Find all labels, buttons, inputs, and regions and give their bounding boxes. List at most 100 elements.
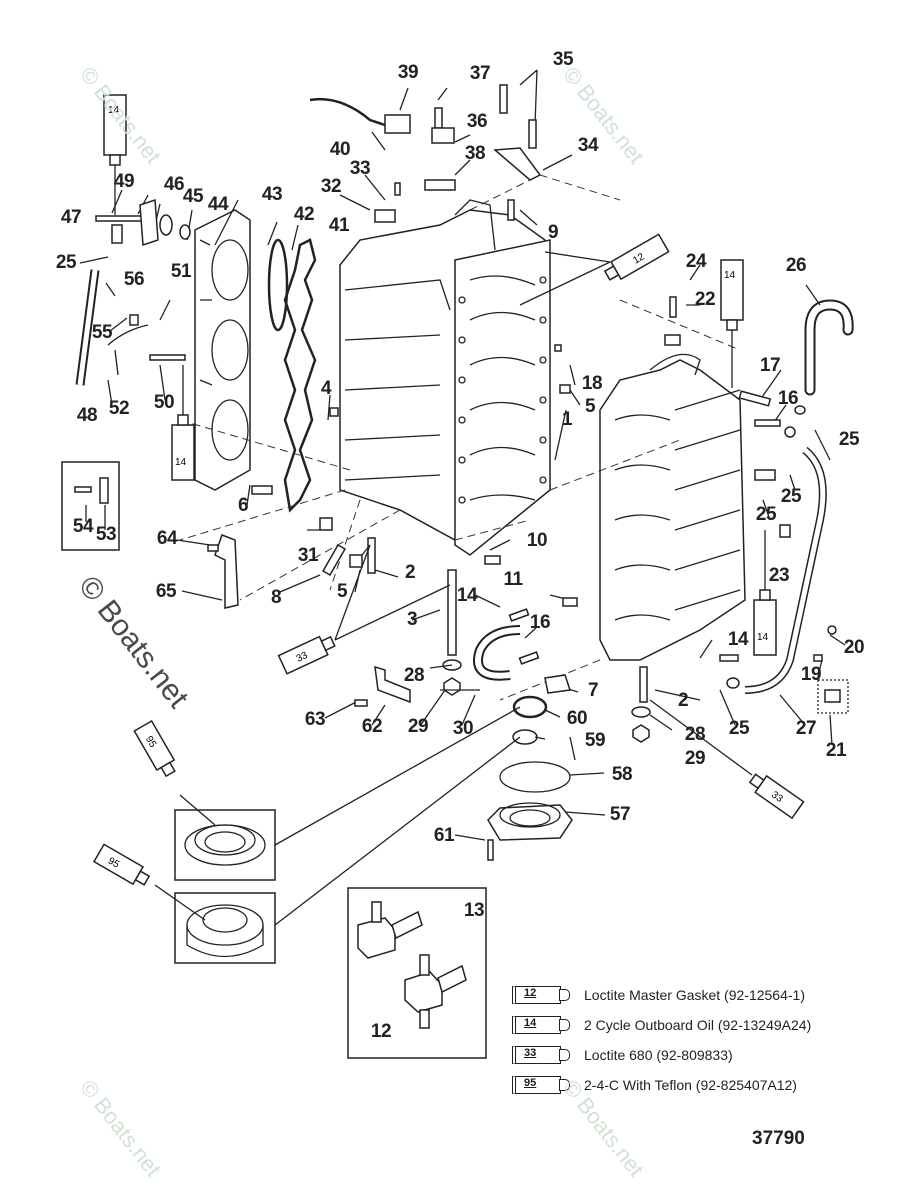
stud-2-left[interactable] [367,537,376,574]
callout-6[interactable]: 6 [237,495,249,516]
cylinder-block[interactable] [339,199,551,556]
callout-55[interactable]: 55 [91,322,113,343]
screw-54[interactable] [74,486,92,493]
fitting-12[interactable] [404,954,467,1029]
callout-11[interactable]: 11 [503,569,523,590]
seal-60[interactable] [512,695,548,719]
callout-61[interactable]: 61 [433,825,455,846]
callout-16[interactable]: 16 [529,612,551,633]
callout-20[interactable]: 20 [843,637,865,658]
callout-44[interactable]: 44 [207,194,229,215]
callout-1[interactable]: 1 [561,409,573,430]
callout-5[interactable]: 5 [584,396,596,417]
o-ring-gasket[interactable] [267,238,289,332]
screw-61[interactable] [487,839,494,861]
nut-29-right[interactable] [632,724,650,743]
callout-49[interactable]: 49 [113,171,135,192]
crankcase-cover[interactable] [599,353,746,661]
callout-60[interactable]: 60 [566,708,588,729]
callout-4[interactable]: 4 [320,378,332,399]
callout-7[interactable]: 7 [587,680,599,701]
callout-46[interactable]: 46 [163,174,185,195]
nut-29[interactable] [443,677,461,696]
callout-50[interactable]: 50 [153,392,175,413]
callout-31[interactable]: 31 [297,545,319,566]
washer-28-right[interactable] [631,706,651,718]
stud-3[interactable] [447,569,457,656]
callout-47[interactable]: 47 [60,207,82,228]
callout-51[interactable]: 51 [170,261,192,282]
callout-29[interactable]: 29 [684,748,706,769]
callout-21[interactable]: 21 [825,740,847,761]
callout-32[interactable]: 32 [320,176,342,197]
callout-30[interactable]: 30 [452,718,474,739]
clip-53[interactable] [99,477,109,504]
callout-63[interactable]: 63 [304,709,326,730]
fitting-13[interactable] [357,901,423,959]
callout-65[interactable]: 65 [155,581,177,602]
callout-39[interactable]: 39 [397,62,419,83]
cover-gasket[interactable] [283,238,317,513]
callout-57[interactable]: 57 [609,804,631,825]
callout-33[interactable]: 33 [349,158,371,179]
callout-25[interactable]: 25 [55,252,77,273]
callout-37[interactable]: 37 [469,63,491,84]
callout-42[interactable]: 42 [293,204,315,225]
callout-41[interactable]: 41 [328,215,350,236]
callout-58[interactable]: 58 [611,764,633,785]
callout-2[interactable]: 2 [677,690,689,711]
callout-18[interactable]: 18 [581,373,603,394]
hose-30[interactable] [473,625,521,681]
o-ring-58[interactable] [499,761,571,793]
callout-28[interactable]: 28 [403,665,425,686]
callout-16[interactable]: 16 [777,388,799,409]
callout-59[interactable]: 59 [584,730,606,751]
callout-29[interactable]: 29 [407,716,429,737]
callout-19[interactable]: 19 [800,664,822,685]
callout-25[interactable]: 25 [780,486,802,507]
callout-25[interactable]: 25 [838,429,860,450]
callout-10[interactable]: 10 [526,530,548,551]
callout-2[interactable]: 2 [404,562,416,583]
callout-25[interactable]: 25 [755,504,777,525]
callout-64[interactable]: 64 [156,528,178,549]
callout-3[interactable]: 3 [406,609,418,630]
callout-22[interactable]: 22 [694,289,716,310]
callout-25[interactable]: 25 [728,718,750,739]
callout-28[interactable]: 28 [684,724,706,745]
hose-27[interactable] [744,446,827,694]
cylinder-head-cover[interactable] [194,209,251,491]
callout-36[interactable]: 36 [466,111,488,132]
callout-14[interactable]: 14 [456,585,478,606]
callout-35[interactable]: 35 [552,49,574,70]
callout-26[interactable]: 26 [785,255,807,276]
seal-59[interactable] [512,729,538,745]
callout-5[interactable]: 5 [336,581,348,602]
part-21[interactable] [824,689,841,703]
callout-24[interactable]: 24 [685,251,707,272]
callout-27[interactable]: 27 [795,718,817,739]
callout-43[interactable]: 43 [261,184,283,205]
callout-56[interactable]: 56 [123,269,145,290]
bracket-62[interactable] [374,665,411,704]
callout-34[interactable]: 34 [577,135,599,156]
callout-12[interactable]: 12 [370,1021,392,1042]
callout-45[interactable]: 45 [182,186,204,207]
callout-13[interactable]: 13 [463,900,485,921]
callout-52[interactable]: 52 [108,398,130,419]
bracket-65[interactable] [214,534,239,609]
callout-9[interactable]: 9 [547,222,559,243]
callout-54[interactable]: 54 [72,516,94,537]
callout-53[interactable]: 53 [95,524,117,545]
end-cap-57[interactable] [487,802,573,841]
callout-17[interactable]: 17 [759,355,781,376]
callout-62[interactable]: 62 [361,716,383,737]
callout-48[interactable]: 48 [76,405,98,426]
callout-8[interactable]: 8 [270,587,282,608]
hose-48[interactable] [75,269,100,386]
callout-14[interactable]: 14 [727,629,749,650]
callout-23[interactable]: 23 [768,565,790,586]
hose-26[interactable] [804,299,854,396]
callout-40[interactable]: 40 [329,139,351,160]
callout-38[interactable]: 38 [464,143,486,164]
